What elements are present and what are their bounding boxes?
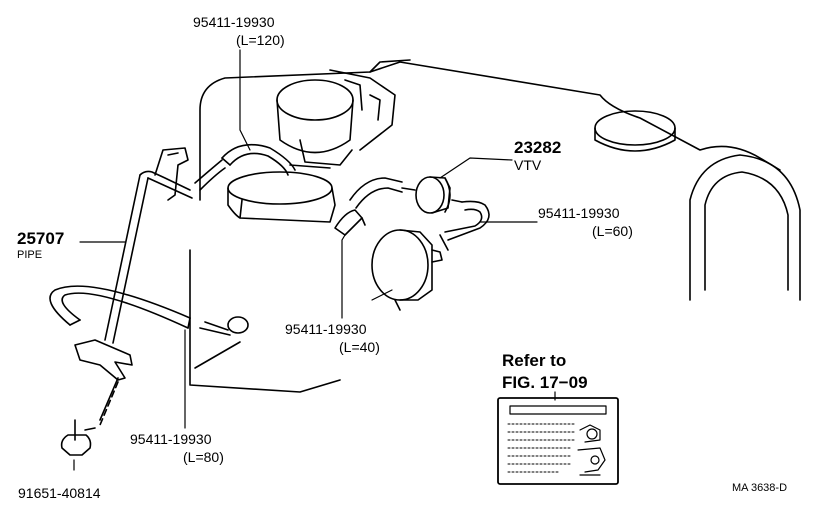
- bolt-part-number: 91651-40814: [18, 485, 101, 501]
- bolt: [60, 377, 119, 456]
- vtv-valve: [401, 176, 463, 214]
- leader-lines: [73, 49, 556, 471]
- hose-l40: [334, 209, 366, 236]
- air-cleaner-housing: [689, 154, 801, 301]
- vtv-name: VTV: [514, 157, 542, 173]
- hose-bottom-part-number: 95411-19930: [130, 431, 212, 447]
- hose-top-part-number: 95411-19930: [193, 14, 275, 30]
- sensor-plug: [199, 316, 249, 336]
- hose-bottom-length: (L=80): [183, 449, 224, 465]
- hose-right-length: (L=60): [592, 223, 633, 239]
- pipe-name: PIPE: [17, 249, 43, 261]
- hose-l60: [439, 200, 490, 251]
- drawing-code: MA 3638-D: [732, 482, 788, 494]
- refer-to-label: Refer to: [502, 351, 567, 370]
- refer-figure-label: FIG. 17−09: [502, 373, 588, 392]
- pipe-part-number: 25707: [17, 229, 65, 248]
- egr-valve: [371, 229, 443, 311]
- hose-l80: [49, 285, 191, 329]
- hose-top-length: (L=120): [236, 32, 285, 48]
- oil-filler-cap: [594, 110, 676, 152]
- throttle-body: [227, 171, 336, 223]
- hose-l120: [194, 143, 296, 191]
- pipe-bracket-bottom: [74, 339, 133, 381]
- hose-mid-part-number: 95411-19930: [285, 321, 367, 337]
- reference-figure-thumbnail: [497, 397, 619, 485]
- hose-vtv-inlet: [349, 177, 403, 209]
- distributor: [276, 69, 396, 169]
- vtv-part-number: 23282: [514, 138, 562, 157]
- hose-right-part-number: 95411-19930: [538, 205, 620, 221]
- pipe-25707: [104, 170, 193, 344]
- hose-mid-length: (L=40): [339, 339, 380, 355]
- pipe-bracket-top: [154, 147, 189, 201]
